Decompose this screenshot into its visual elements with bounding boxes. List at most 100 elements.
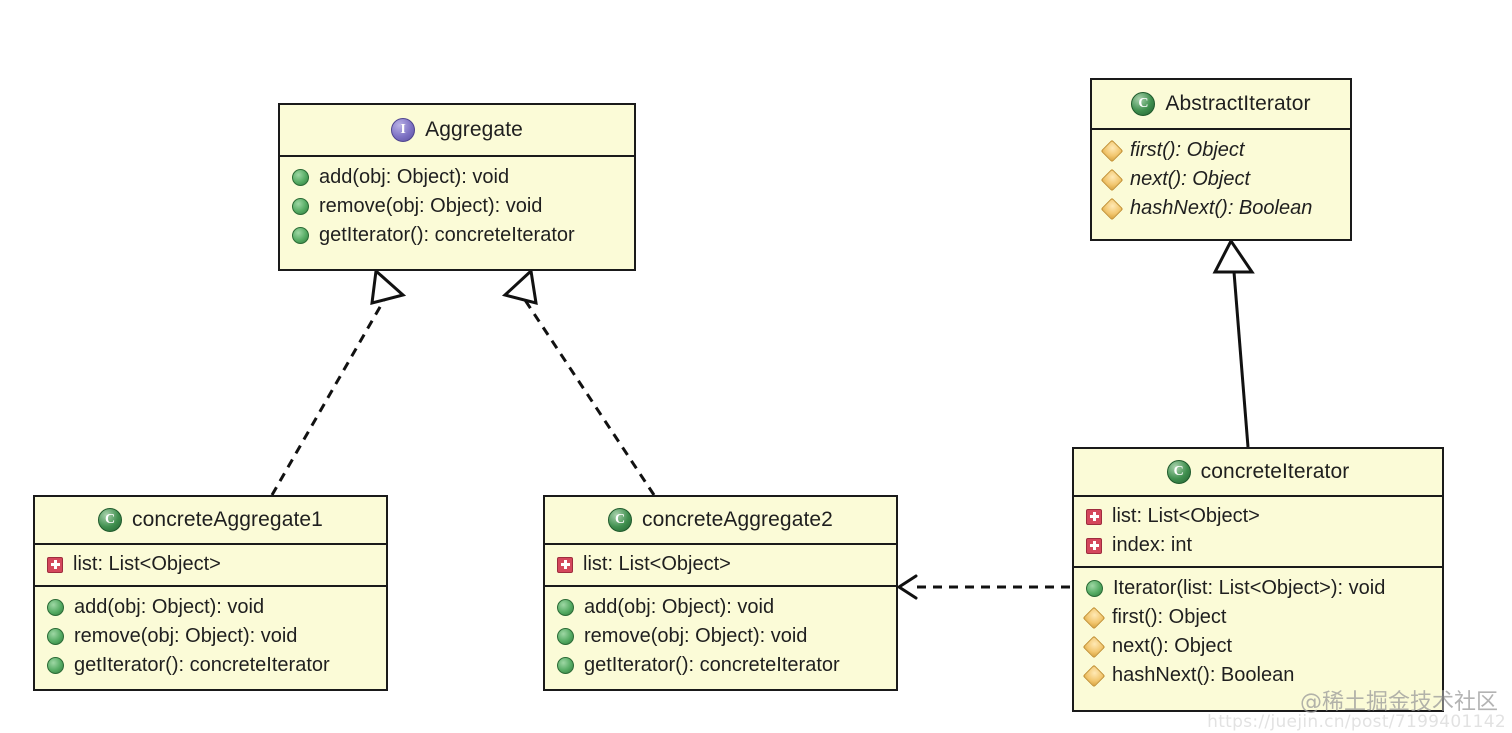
field-private-icon [1086, 537, 1102, 554]
field-private-icon [557, 556, 573, 573]
member-label: list: List<Object> [1112, 505, 1260, 527]
member-label: list: List<Object> [73, 553, 221, 575]
class-box-abstract-iterator[interactable]: C AbstractIterator first(): Object next(… [1090, 78, 1352, 241]
member-label: index: int [1112, 534, 1193, 556]
class-title: AbstractIterator [1165, 92, 1311, 115]
class-section-methods: add(obj: Object): void remove(obj: Objec… [280, 157, 634, 257]
member-label: first(): Object [1130, 139, 1245, 161]
watermark-url: https://juejin.cn/post/7199401142 [1207, 712, 1506, 732]
class-header-concrete-aggregate-1: C concreteAggregate1 [35, 497, 386, 545]
class-title: concreteAggregate2 [642, 508, 833, 531]
relationship-generalization-iterator [1212, 238, 1255, 448]
member-label: next(): Object [1112, 635, 1233, 657]
method-public-icon [292, 198, 309, 215]
method-abstract-icon [1082, 664, 1106, 687]
class-box-aggregate[interactable]: I Aggregate add(obj: Object): void remov… [278, 103, 636, 271]
field-private-icon [47, 556, 63, 573]
open-arrow-arrowhead [897, 574, 918, 600]
class-section-fields: list: List<Object> [35, 545, 386, 585]
class-title: concreteIterator [1200, 460, 1350, 483]
class-icon: C [98, 508, 123, 532]
class-member-row[interactable]: getIterator(): concreteIterator [280, 221, 634, 250]
member-label: next(): Object [1130, 168, 1251, 190]
class-member-row[interactable]: index: int [1074, 531, 1442, 560]
member-label: add(obj: Object): void [584, 596, 775, 618]
method-public-icon [557, 657, 574, 674]
class-member-row[interactable]: add(obj: Object): void [280, 163, 634, 192]
member-label: remove(obj: Object): void [319, 195, 543, 217]
method-public-icon [47, 657, 64, 674]
class-member-row[interactable]: list: List<Object> [35, 550, 386, 579]
method-abstract-icon [1100, 168, 1124, 191]
class-box-concrete-iterator[interactable]: C concreteIterator list: List<Object> in… [1072, 447, 1444, 712]
class-member-row[interactable]: Iterator(list: List<Object>): void [1074, 574, 1442, 603]
member-label: getIterator(): concreteIterator [319, 224, 575, 246]
class-section-methods: add(obj: Object): void remove(obj: Objec… [545, 585, 896, 687]
method-abstract-icon [1082, 635, 1106, 658]
class-header-concrete-aggregate-2: C concreteAggregate2 [545, 497, 896, 545]
method-public-icon [47, 599, 64, 616]
member-label: hashNext(): Boolean [1130, 197, 1313, 219]
method-public-icon [557, 599, 574, 616]
class-member-row[interactable]: remove(obj: Object): void [35, 622, 386, 651]
class-title: Aggregate [425, 118, 523, 141]
class-section-fields: list: List<Object> index: int [1074, 497, 1442, 566]
relationship-realization-aggregate2 [501, 267, 656, 496]
class-member-row[interactable]: first(): Object [1092, 136, 1350, 165]
member-label: remove(obj: Object): void [74, 625, 298, 647]
member-label: Iterator(list: List<Object>): void [1113, 577, 1386, 599]
relationship-realization-aggregate1 [270, 267, 407, 496]
method-public-icon [1086, 580, 1103, 597]
class-icon: C [1131, 92, 1156, 116]
class-member-row[interactable]: getIterator(): concreteIterator [545, 651, 896, 680]
member-label: list: List<Object> [583, 553, 731, 575]
class-member-row[interactable]: list: List<Object> [1074, 502, 1442, 531]
member-label: remove(obj: Object): void [584, 625, 808, 647]
member-label: getIterator(): concreteIterator [74, 654, 330, 676]
field-private-icon [1086, 508, 1102, 525]
class-member-row[interactable]: next(): Object [1074, 632, 1442, 661]
class-section-fields: list: List<Object> [545, 545, 896, 585]
class-member-row[interactable]: next(): Object [1092, 165, 1350, 194]
method-public-icon [557, 628, 574, 645]
class-header-abstract-iterator: C AbstractIterator [1092, 80, 1350, 130]
class-member-row[interactable]: remove(obj: Object): void [545, 622, 896, 651]
method-public-icon [47, 628, 64, 645]
relationship-dependency-aggregate2 [897, 574, 1070, 600]
class-member-row[interactable]: hashNext(): Boolean [1074, 661, 1442, 690]
class-section-methods: first(): Object next(): Object hashNext(… [1092, 130, 1350, 230]
generalization-line-iterator [1232, 271, 1250, 448]
class-box-concrete-aggregate-1[interactable]: C concreteAggregate1 list: List<Object> … [33, 495, 388, 691]
class-header-aggregate: I Aggregate [280, 105, 634, 157]
hollow-triangle-arrowhead [370, 267, 407, 306]
class-member-row[interactable]: list: List<Object> [545, 550, 896, 579]
class-member-row[interactable]: first(): Object [1074, 603, 1442, 632]
class-section-methods: Iterator(list: List<Object>): void first… [1074, 566, 1442, 697]
class-member-row[interactable]: add(obj: Object): void [545, 593, 896, 622]
method-abstract-icon [1082, 606, 1106, 629]
class-box-concrete-aggregate-2[interactable]: C concreteAggregate2 list: List<Object> … [543, 495, 898, 691]
member-label: getIterator(): concreteIterator [584, 654, 840, 676]
class-member-row[interactable]: hashNext(): Boolean [1092, 194, 1350, 223]
method-abstract-icon [1100, 197, 1124, 220]
watermark-text: @稀土掘金技术社区 [1299, 690, 1498, 715]
member-label: add(obj: Object): void [319, 166, 510, 188]
method-public-icon [292, 227, 309, 244]
class-member-row[interactable]: add(obj: Object): void [35, 593, 386, 622]
class-title: concreteAggregate1 [132, 508, 323, 531]
class-icon: C [608, 508, 633, 532]
method-abstract-icon [1100, 139, 1124, 162]
member-label: first(): Object [1112, 606, 1227, 628]
realization-line-aggregate1 [270, 299, 386, 496]
class-section-methods: add(obj: Object): void remove(obj: Objec… [35, 585, 386, 687]
realization-line-aggregate2 [523, 299, 656, 496]
class-icon: C [1166, 460, 1191, 484]
class-member-row[interactable]: remove(obj: Object): void [280, 192, 634, 221]
class-member-row[interactable]: getIterator(): concreteIterator [35, 651, 386, 680]
hollow-triangle-arrowhead [501, 267, 538, 306]
hollow-triangle-arrowhead [1212, 238, 1255, 274]
method-public-icon [292, 169, 309, 186]
member-label: add(obj: Object): void [74, 596, 265, 618]
class-header-concrete-iterator: C concreteIterator [1074, 449, 1442, 497]
